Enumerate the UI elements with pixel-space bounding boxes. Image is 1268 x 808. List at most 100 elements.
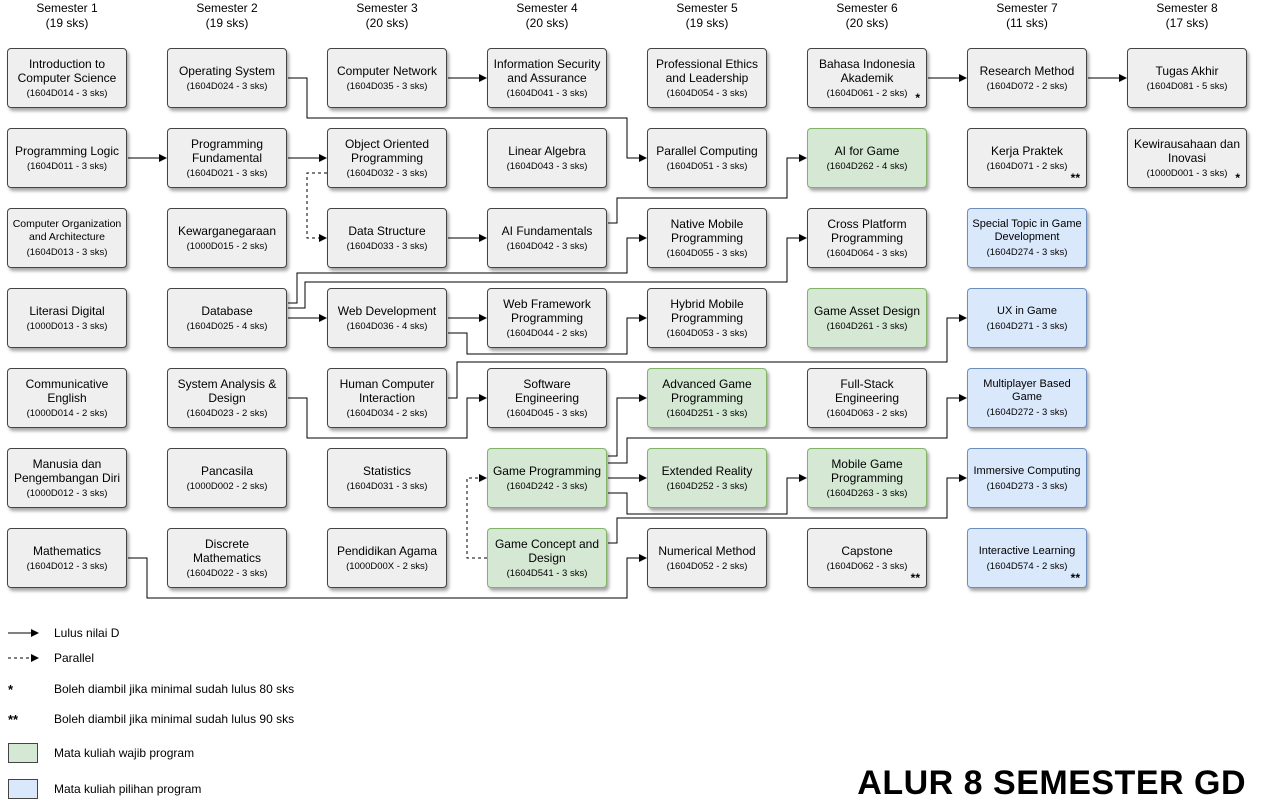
course-name: Statistics <box>362 464 411 478</box>
course-immersive-computing: Immersive Computing(1604D273 - 3 sks) <box>967 448 1087 508</box>
legend-wajib-label: Mata kuliah wajib program <box>54 746 195 760</box>
course-code: (1604D072 - 2 sks) <box>986 81 1068 92</box>
course-code: (1000D00X - 2 sks) <box>346 561 428 572</box>
course-name: Data Structure <box>348 224 426 238</box>
course-code: (1604D035 - 3 sks) <box>346 81 428 92</box>
course-web-development: Web Development (1604D036 - 4 sks) <box>327 288 447 348</box>
semester-header-2: Semester 2(19 sks) <box>167 1 287 31</box>
course-interactive-learning: Interactive Learning(1604D574 - 2 sks)** <box>967 528 1087 588</box>
course-code: (1604D034 - 2 sks) <box>346 408 428 419</box>
course-name: Manusia dan Pengembangan Diri <box>13 457 121 485</box>
course-name: Numerical Method <box>658 544 756 558</box>
sks-requirement-mark: ** <box>1070 571 1080 585</box>
course-code: (1604D081 - 5 sks) <box>1146 81 1228 92</box>
course-code: (1604D042 - 3 sks) <box>506 241 588 252</box>
course-name: Tugas Akhir <box>1155 64 1219 78</box>
course-name: AI for Game <box>834 144 900 158</box>
course-numerical-method: Numerical Method (1604D052 - 2 sks) <box>647 528 767 588</box>
course-code: (1604D014 - 3 sks) <box>26 88 108 99</box>
course-code: (1604D252 - 3 sks) <box>666 481 748 492</box>
course-hci: Human Computer Interaction (1604D034 - 2 … <box>327 368 447 428</box>
course-name: Pancasila <box>200 464 254 478</box>
course-code: (1604D274 - 3 sks) <box>986 247 1068 258</box>
course-full-stack: Full-Stack Engineering(1604D063 - 2 sks) <box>807 368 927 428</box>
course-kewirausahaan: Kewirausahaan dan Inovasi(1000D001 - 3 s… <box>1127 128 1247 188</box>
course-name: Information Security and Assurance <box>493 57 601 85</box>
semester-sks: (17 sks) <box>1165 16 1209 30</box>
semester-header-8: Semester 8(17 sks) <box>1127 1 1247 31</box>
course-pendidikan-agama: Pendidikan Agama(1000D00X - 2 sks) <box>327 528 447 588</box>
course-name: Game Programming <box>492 464 602 478</box>
course-code: (1604D051 - 3 sks) <box>666 161 748 172</box>
course-name: Web Development <box>337 304 437 318</box>
course-code: (1604D036 - 4 sks) <box>346 321 428 332</box>
semester-label: Semester 1 <box>36 1 98 15</box>
semester-label: Semester 2 <box>196 1 258 15</box>
legend-star2-label: Boleh diambil jika minimal sudah lulus 9… <box>54 712 295 726</box>
semester-header-6: Semester 6(20 sks) <box>807 1 927 31</box>
course-name: Web Framework Programming <box>503 297 591 325</box>
diagram-title: ALUR 8 SEMESTER GD <box>857 764 1246 802</box>
course-parallel-computing: Parallel Computing (1604D051 - 3 sks) <box>647 128 767 188</box>
course-kewarganegaraan: Kewarganegaraan(1000D015 - 2 sks) <box>167 208 287 268</box>
course-code: (1000D014 - 2 sks) <box>26 408 108 419</box>
course-code: (1604D273 - 3 sks) <box>986 480 1068 492</box>
course-name: Human Computer Interaction <box>339 377 435 405</box>
course-code: (1604D052 - 2 sks) <box>666 561 748 572</box>
course-code: (1604D045 - 3 sks) <box>506 408 588 419</box>
course-communicative-english: Communicative English(1000D014 - 2 sks) <box>7 368 127 428</box>
course-game-concept: Game Concept and Design(1604D541 - 3 sks… <box>487 528 607 588</box>
course-native-mobile: Native Mobile Programming (1604D055 - 3 s… <box>647 208 767 268</box>
course-code: (1000D015 - 2 sks) <box>186 241 268 252</box>
course-database: Database(1604D025 - 4 sks) <box>167 288 287 348</box>
semester-sks: (20 sks) <box>525 16 569 30</box>
course-tugas-akhir: Tugas Akhir (1604D081 - 5 sks) <box>1127 48 1247 108</box>
course-code: (1000D001 - 3 sks) <box>1146 168 1228 179</box>
course-computer-organization: Computer Organization and Architecture(1… <box>7 208 127 268</box>
semester-header-3: Semester 3(20 sks) <box>327 1 447 31</box>
course-cross-platform: Cross Platform Programming(1604D064 - 3 … <box>807 208 927 268</box>
semester-label: Semester 5 <box>676 1 738 15</box>
course-capstone: Capstone(1604D062 - 3 sks)** <box>807 528 927 588</box>
course-name: Programming Logic <box>14 144 120 158</box>
semester-label: Semester 7 <box>996 1 1058 15</box>
course-name: Hybrid Mobile Programming <box>670 297 744 325</box>
course-game-asset-design: Game Asset Design(1604D261 - 3 sks) <box>807 288 927 348</box>
course-code: (1604D272 - 3 sks) <box>986 407 1068 418</box>
legend-star2-symbol: ** <box>8 712 19 727</box>
course-code: (1604D031 - 3 sks) <box>346 481 428 492</box>
course-name: Bahasa Indonesia Akademik <box>818 57 916 85</box>
course-data-structure: Data Structure(1604D033 - 3 sks) <box>327 208 447 268</box>
semester-header-4: Semester 4(20 sks) <box>487 1 607 31</box>
course-code: (1000D002 - 2 sks) <box>186 481 268 492</box>
course-code: (1000D013 - 3 sks) <box>26 321 108 332</box>
course-name: Parallel Computing <box>656 144 758 158</box>
semester-header-1: Semester 1(19 sks) <box>7 1 127 31</box>
course-code: (1604D032 - 3 sks) <box>346 168 428 179</box>
course-name: Mathematics <box>32 544 102 558</box>
legend-dashed-label: Parallel <box>54 651 95 665</box>
course-programming-logic: Programming Logic (1604D011 - 3 sks) <box>7 128 127 188</box>
course-code: (1604D011 - 3 sks) <box>26 161 108 172</box>
course-code: (1604D055 - 3 sks) <box>666 248 748 259</box>
arrow-oop-datastructure-parallel <box>306 172 327 242</box>
sks-requirement-mark: * <box>915 91 920 105</box>
sks-requirement-mark: * <box>1235 171 1240 185</box>
course-name: Discrete Mathematics <box>192 537 262 565</box>
legend-pilihan-swatch <box>8 779 38 799</box>
course-code: (1604D071 - 2 sks) <box>986 161 1068 172</box>
course-name: Native Mobile Programming <box>670 217 744 245</box>
course-code: (1604D061 - 2 sks) <box>826 88 908 99</box>
semester-header-5: Semester 5(19 sks) <box>647 1 767 31</box>
course-extended-reality: Extended Reality(1604D252 - 3 sks) <box>647 448 767 508</box>
course-system-analysis: System Analysis & Design(1604D023 - 2 sk… <box>167 368 287 428</box>
course-name: Kerja Praktek <box>990 144 1064 158</box>
course-pancasila: Pancasila (1000D002 - 2 sks) <box>167 448 287 508</box>
course-name: Advanced Game Programming <box>662 377 752 405</box>
semester-sks: (19 sks) <box>685 16 729 30</box>
course-information-security: Information Security and Assurance (1604D… <box>487 48 607 108</box>
legend-star1-symbol: * <box>8 682 14 697</box>
course-code: (1604D041 - 3 sks) <box>506 88 588 99</box>
arrow-gameprog-advanced <box>608 394 647 457</box>
course-name: AI Fundamentals <box>501 224 593 238</box>
